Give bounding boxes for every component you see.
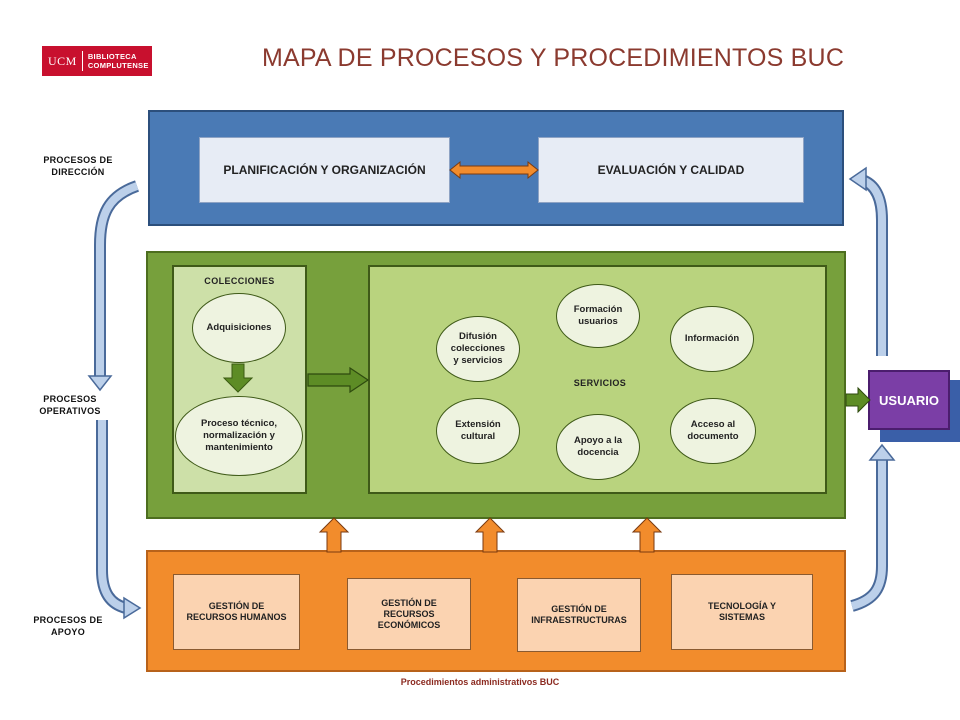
node-line: docencia <box>577 447 619 458</box>
right-arrow-to-servicios <box>307 366 370 394</box>
down-arrow-colecciones <box>222 363 254 393</box>
node-text: Proceso técnico, normalización y manteni… <box>201 418 277 454</box>
footer-caption: Procedimientos administrativos BUC <box>400 677 560 687</box>
node-line: Formación <box>573 304 623 315</box>
box-line: GESTIÓN DE <box>551 604 607 614</box>
box-text: GESTIÓN DE RECURSOS ECONÓMICOS <box>378 598 441 631</box>
box-line: RECURSOS <box>383 608 435 619</box>
box-text: GESTIÓN DE RECURSOS HUMANOS <box>186 601 286 623</box>
box-line: RECURSOS HUMANOS <box>186 612 287 622</box>
right-arrowhead-upper <box>848 166 867 192</box>
evaluacion-box: EVALUACIÓN Y CALIDAD <box>538 137 804 203</box>
economicos-box: GESTIÓN DE RECURSOS ECONÓMICOS <box>347 578 471 650</box>
right-arrowhead-lower <box>868 443 896 461</box>
label-procesos-direccion: PROCESOS DE DIRECCIÓN <box>28 154 128 178</box>
label-procesos-operativos: PROCESOS OPERATIVOS <box>20 393 120 417</box>
node-line: mantenimiento <box>205 442 273 453</box>
logo-line-2: COMPLUTENSE <box>87 61 149 70</box>
extension-node: Extensión cultural <box>436 398 520 464</box>
planificacion-box: PLANIFICACIÓN Y ORGANIZACIÓN <box>199 137 450 203</box>
servicios-label: SERVICIOS <box>573 378 627 388</box>
node-line: usuarios <box>578 316 618 327</box>
label-line: OPERATIVOS <box>39 406 101 416</box>
left-arrowhead-upper <box>87 375 113 392</box>
apoyo-docencia-node: Apoyo a la docencia <box>556 414 640 480</box>
right-arrow-to-usuario <box>845 386 871 414</box>
box-line: INFRAESTRUCTURAS <box>531 615 627 625</box>
node-line: Extensión <box>455 419 501 430</box>
node-line: normalización y <box>203 430 275 441</box>
logo-text: BIBLIOTECA COMPLUTENSE <box>83 52 149 70</box>
informacion-node: Información <box>670 306 754 372</box>
up-arrow-1 <box>318 517 350 553</box>
node-line: colecciones <box>450 343 506 354</box>
node-text: Acceso al documento <box>687 419 738 443</box>
box-line: GESTIÓN DE <box>381 597 437 608</box>
difusion-node: Difusión colecciones y servicios <box>436 316 520 382</box>
logo-mark: UCM <box>42 51 83 71</box>
up-arrow-2 <box>474 517 506 553</box>
box-text: GESTIÓN DE INFRAESTRUCTURAS <box>531 604 627 626</box>
rrhh-box: GESTIÓN DE RECURSOS HUMANOS <box>173 574 300 650</box>
left-arrowhead-lower <box>123 596 142 620</box>
formacion-node: Formación usuarios <box>556 284 640 348</box>
label-procesos-apoyo: PROCESOS DE APOYO <box>18 614 118 638</box>
colecciones-label: COLECCIONES <box>204 276 275 286</box>
logo-line-1: BIBLIOTECA <box>87 52 137 61</box>
adquisiciones-node: Adquisiciones <box>192 293 286 363</box>
label-line: DIRECCIÓN <box>51 167 105 177</box>
node-line: documento <box>687 431 739 442</box>
box-text: TECNOLOGÍA Y SISTEMAS <box>708 601 776 623</box>
node-line: Acceso al <box>690 419 736 430</box>
label-line: PROCESOS DE <box>43 155 113 165</box>
node-line: Proceso técnico, <box>200 418 278 429</box>
node-text: Extensión cultural <box>455 419 500 443</box>
node-text: Difusión colecciones y servicios <box>451 331 505 367</box>
node-line: y servicios <box>453 355 503 366</box>
box-line: GESTIÓN DE <box>208 601 265 611</box>
infraestructuras-box: GESTIÓN DE INFRAESTRUCTURAS <box>517 578 641 652</box>
node-line: cultural <box>460 431 496 442</box>
box-line: ECONÓMICOS <box>377 619 441 630</box>
tecnologia-box: TECNOLOGÍA Y SISTEMAS <box>671 574 813 650</box>
ucm-logo: UCM BIBLIOTECA COMPLUTENSE <box>42 46 152 76</box>
box-line: TECNOLOGÍA Y <box>707 601 776 611</box>
acceso-documento-node: Acceso al documento <box>670 398 756 464</box>
node-text: Apoyo a la docencia <box>574 435 622 459</box>
label-line: PROCESOS <box>43 394 97 404</box>
proceso-tecnico-node: Proceso técnico, normalización y manteni… <box>175 396 303 476</box>
page-title: MAPA DE PROCESOS Y PROCEDIMIENTOS BUC <box>262 44 845 72</box>
node-line: Difusión <box>458 331 497 342</box>
label-line: PROCESOS DE <box>33 615 103 625</box>
node-line: Apoyo a la <box>573 435 623 446</box>
up-arrow-3 <box>631 517 663 553</box>
label-line: APOYO <box>50 627 85 637</box>
box-line: SISTEMAS <box>718 612 765 622</box>
node-text: Formación usuarios <box>574 304 623 328</box>
double-arrow <box>449 160 539 180</box>
